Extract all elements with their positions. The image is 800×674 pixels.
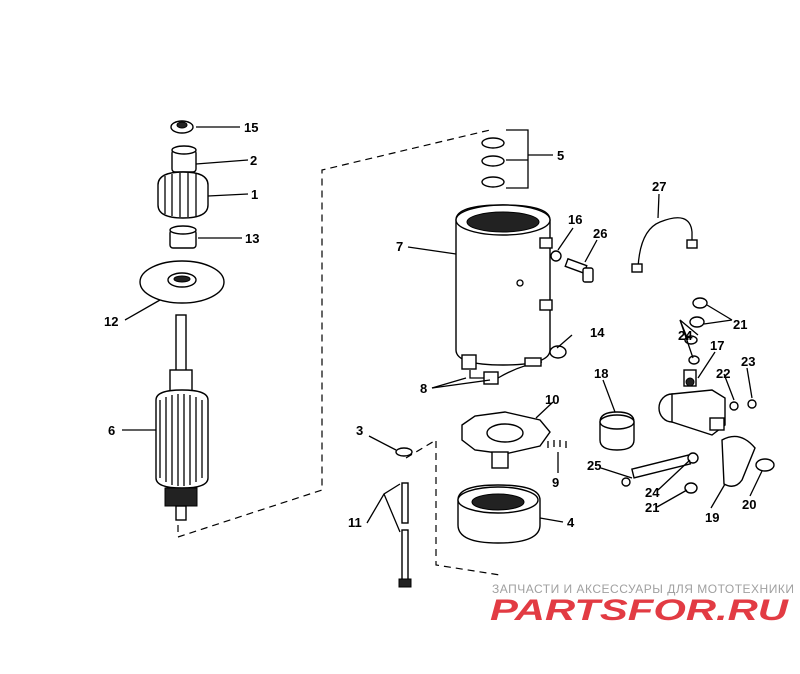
callout-16: 16 [568, 212, 582, 227]
callout-27: 27 [652, 179, 666, 194]
drive-pinion-part [157, 145, 209, 219]
callout-7: 7 [396, 239, 403, 254]
bracket-part [721, 435, 756, 487]
callout-23: 23 [741, 354, 755, 369]
shim-washers-part [481, 137, 505, 188]
bushing-part [169, 225, 197, 249]
callout-2: 2 [250, 153, 257, 168]
callout-21-bottom: 21 [645, 500, 659, 515]
callout-20: 20 [742, 497, 756, 512]
callout-4: 4 [567, 515, 575, 530]
shield-part [599, 411, 635, 451]
callout-6: 6 [108, 423, 115, 438]
callout-25: 25 [587, 458, 601, 473]
rod-nut-washer-part [684, 452, 699, 494]
callout-13: 13 [245, 231, 259, 246]
callout-15: 15 [244, 120, 258, 135]
callout-26: 26 [593, 226, 607, 241]
watermark: ЗАПЧАСТИ И АКСЕССУАРЫ ДЛЯ МОТОТЕХНИКИ PA… [490, 582, 794, 627]
small-washers-part [729, 399, 757, 411]
callout-24-bottom: 24 [645, 485, 660, 500]
callout-labels: 15 2 1 13 12 6 5 7 16 26 27 14 8 10 9 4 … [104, 120, 756, 530]
leader-lines [122, 126, 763, 533]
callout-21-top: 21 [733, 317, 747, 332]
callout-10: 10 [545, 392, 559, 407]
callout-5: 5 [557, 148, 564, 163]
callout-14: 14 [590, 325, 605, 340]
armature-part [155, 314, 209, 521]
callout-18: 18 [594, 366, 608, 381]
callout-24-top: 24 [678, 328, 693, 343]
callout-11: 11 [348, 515, 362, 530]
end-cap-part [457, 484, 541, 544]
terminal-nut-part [549, 345, 567, 359]
watermark-logo: PARTSFOR.RU [490, 594, 790, 627]
assembly-guide-lines [177, 129, 501, 576]
watermark-tagline: ЗАПЧАСТИ И АКСЕССУАРЫ ДЛЯ МОТОТЕХНИКИ [492, 582, 794, 596]
lockwasher-part [550, 250, 562, 262]
callout-17: 17 [710, 338, 724, 353]
callout-22: 22 [716, 366, 730, 381]
solenoid-part [658, 369, 726, 436]
through-bolts-part [398, 482, 412, 588]
brush-plate-part [461, 411, 551, 469]
callout-12: 12 [104, 314, 118, 329]
field-frame-part [455, 204, 553, 370]
clip-part [755, 458, 775, 472]
callout-8: 8 [420, 381, 427, 396]
callout-3: 3 [356, 423, 363, 438]
end-plate-part [139, 260, 225, 304]
washer-part [395, 447, 413, 457]
battery-cable-part [631, 217, 698, 273]
nut-part [170, 120, 194, 134]
callout-19: 19 [705, 510, 719, 525]
callout-9: 9 [552, 475, 559, 490]
callout-1: 1 [251, 187, 258, 202]
link-rod-part [621, 454, 692, 487]
bolt-part [564, 257, 594, 283]
brush-springs-part [547, 440, 567, 448]
